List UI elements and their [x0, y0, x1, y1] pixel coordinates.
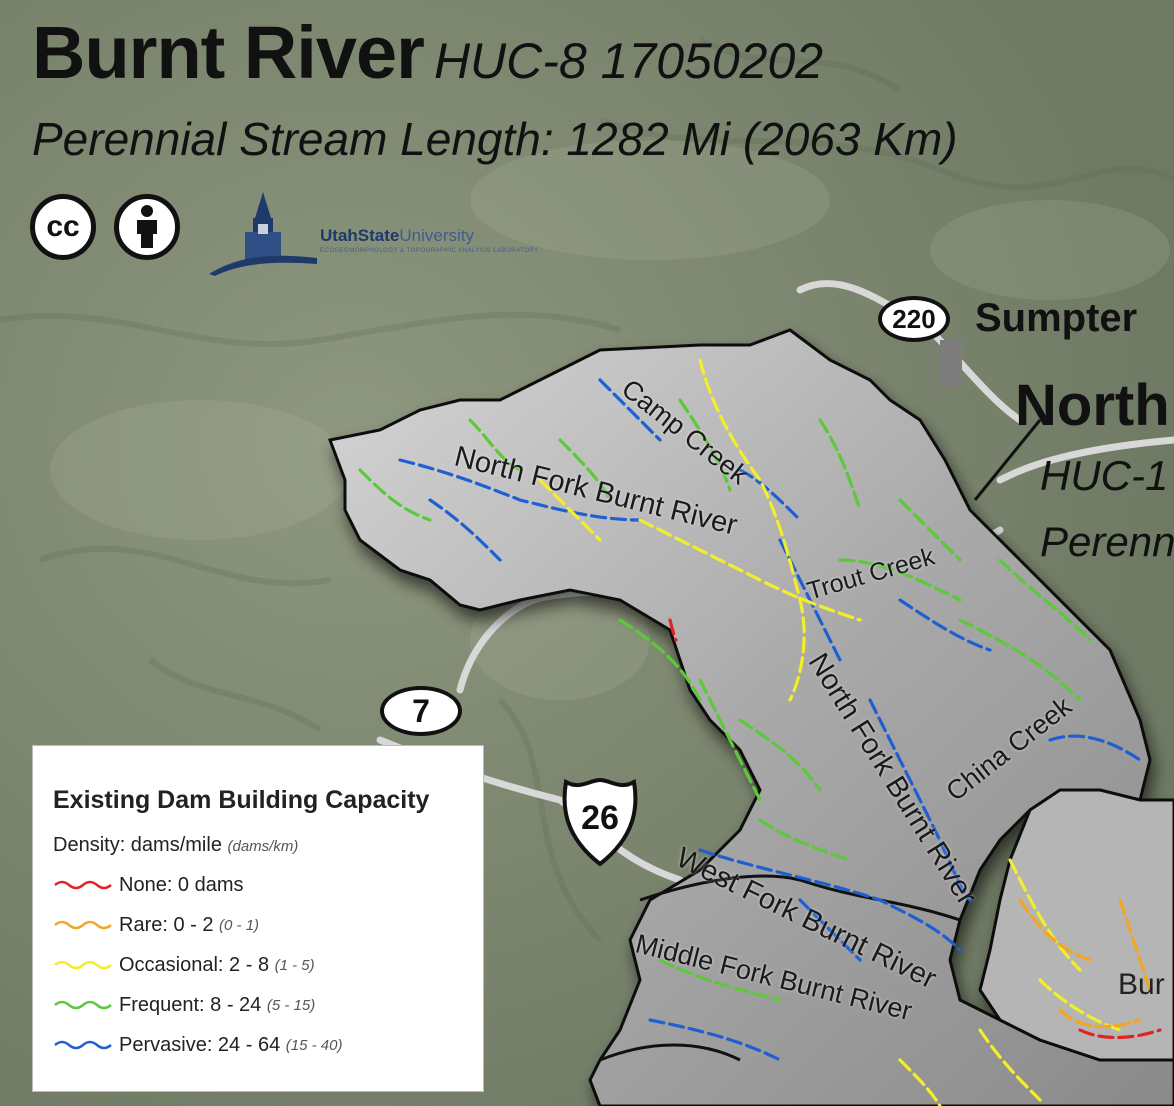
map-title-huc: HUC-8 17050202 [433, 33, 824, 89]
legend-range-rare: (0 - 1) [219, 916, 260, 934]
legend-item-pervasive: Pervasive: 24 - 64 (15 - 40) [53, 1031, 342, 1059]
legend-item-occasional: Occasional: 2 - 8 (1 - 5) [53, 951, 315, 979]
us-shield-icon [562, 777, 638, 867]
legend: Existing Dam Building Capacity Density: … [32, 745, 484, 1092]
place-sumpter: Sumpter [975, 296, 1138, 340]
person-icon [137, 205, 157, 248]
old-main-tower-icon [209, 192, 317, 276]
usu-logo: UtahStateUniversity ECOGEOMORPHOLOGY & T… [205, 188, 585, 278]
legend-swatch-pervasive [54, 1040, 112, 1050]
usu-name: UtahStateUniversity [320, 226, 474, 246]
creative-commons-icon: cc [30, 194, 96, 260]
us-26-label: 26 [581, 798, 619, 837]
usu-subtitle: ECOGEOMORPHOLOGY & TOPOGRAPHIC ANALYSIS … [320, 248, 539, 254]
legend-range-occasional: (1 - 5) [274, 956, 315, 974]
cc-text: cc [46, 210, 80, 243]
map-subtitle: Perennial Stream Length: 1282 Mi (2063 K… [32, 113, 958, 165]
route-7-label: 7 [412, 692, 430, 729]
legend-range-pervasive: (15 - 40) [285, 1036, 343, 1054]
place-north: North [1015, 373, 1170, 438]
legend-density: Density: dams/mile (dams/km) [53, 834, 298, 857]
legend-title: Existing Dam Building Capacity [53, 786, 430, 814]
route-220-label: 220 [892, 303, 936, 334]
legend-swatch-none [54, 880, 112, 890]
usu-name-bold: UtahState [320, 226, 400, 245]
usu-name-light: University [399, 226, 474, 245]
route-7-shield: 7 [380, 686, 462, 736]
legend-density-label: Density: dams/mile [53, 834, 222, 856]
legend-swatch-frequent [54, 1000, 112, 1010]
legend-label-rare: Rare: 0 - 2 [119, 913, 214, 936]
route-220-shield: 220 [878, 296, 950, 342]
legend-item-none: None: 0 dams [53, 871, 249, 899]
legend-label-occasional: Occasional: 2 - 8 [119, 953, 270, 976]
legend-range-frequent: (5 - 15) [266, 996, 316, 1014]
attribution-person-icon [114, 194, 180, 260]
map-title-main: Burnt River [32, 11, 425, 94]
place-burnt-edge: Bur [1118, 968, 1165, 1001]
us-26-shield: 26 [560, 776, 640, 868]
place-perennial: Perenn [1040, 518, 1174, 565]
legend-label-frequent: Frequent: 8 - 24 [119, 993, 262, 1016]
legend-item-rare: Rare: 0 - 2 (0 - 1) [53, 911, 259, 939]
legend-label-pervasive: Pervasive: 24 - 64 [119, 1033, 281, 1056]
legend-swatch-occasional [54, 960, 112, 970]
legend-swatch-rare [54, 920, 112, 930]
legend-density-unit: (dams/km) [227, 838, 299, 855]
place-huc: HUC-1 [1040, 452, 1169, 499]
legend-item-frequent: Frequent: 8 - 24 (5 - 15) [53, 991, 315, 1019]
legend-label-none: None: 0 dams [119, 873, 244, 896]
